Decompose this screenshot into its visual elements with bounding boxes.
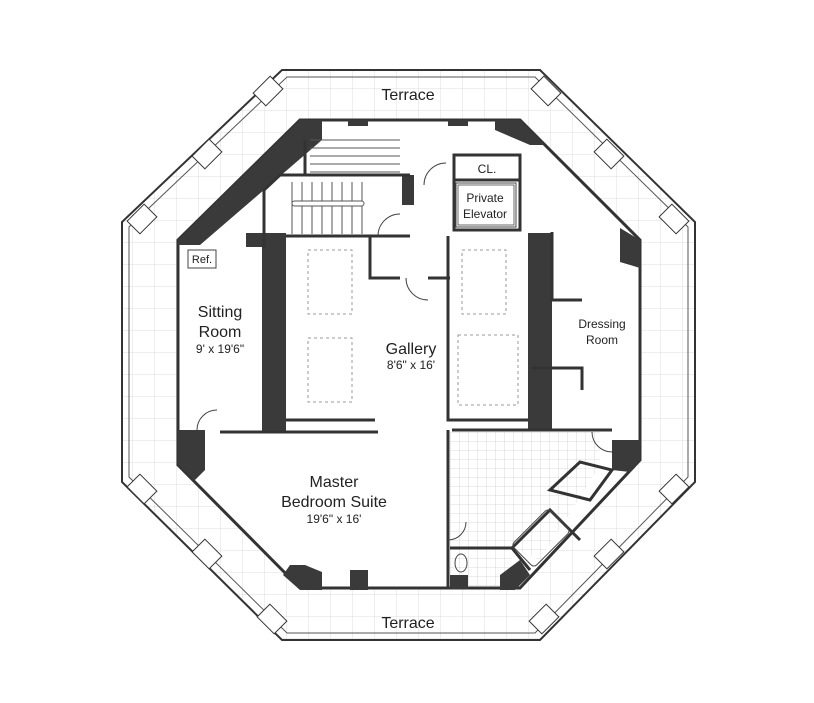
planters bbox=[126, 75, 690, 635]
elevator-label-1: Private bbox=[466, 191, 504, 205]
sitting-room-label-2: Room bbox=[199, 324, 242, 341]
doors bbox=[187, 162, 613, 573]
staircase bbox=[291, 139, 400, 234]
dressing-room-label-2: Room bbox=[586, 333, 618, 347]
closet-label: CL. bbox=[478, 162, 497, 176]
gallery-size: 8'6" x 16' bbox=[387, 358, 435, 372]
closet-outlines bbox=[307, 249, 519, 406]
ref-label: Ref. bbox=[192, 254, 212, 266]
sitting-room-label-1: Sitting bbox=[198, 304, 242, 321]
master-label-1: Master bbox=[310, 474, 360, 491]
gallery-label: Gallery bbox=[386, 341, 437, 358]
elevator-label-2: Elevator bbox=[463, 207, 507, 221]
sitting-room-size: 9' x 19'6" bbox=[196, 342, 244, 356]
terrace-bottom-label: Terrace bbox=[381, 615, 434, 632]
master-size: 19'6" x 16' bbox=[307, 512, 362, 526]
terrace-top-label: Terrace bbox=[381, 87, 434, 104]
dressing-room-label-1: Dressing bbox=[578, 317, 625, 331]
building-walls bbox=[176, 118, 642, 590]
master-label-2: Bedroom Suite bbox=[281, 494, 387, 511]
